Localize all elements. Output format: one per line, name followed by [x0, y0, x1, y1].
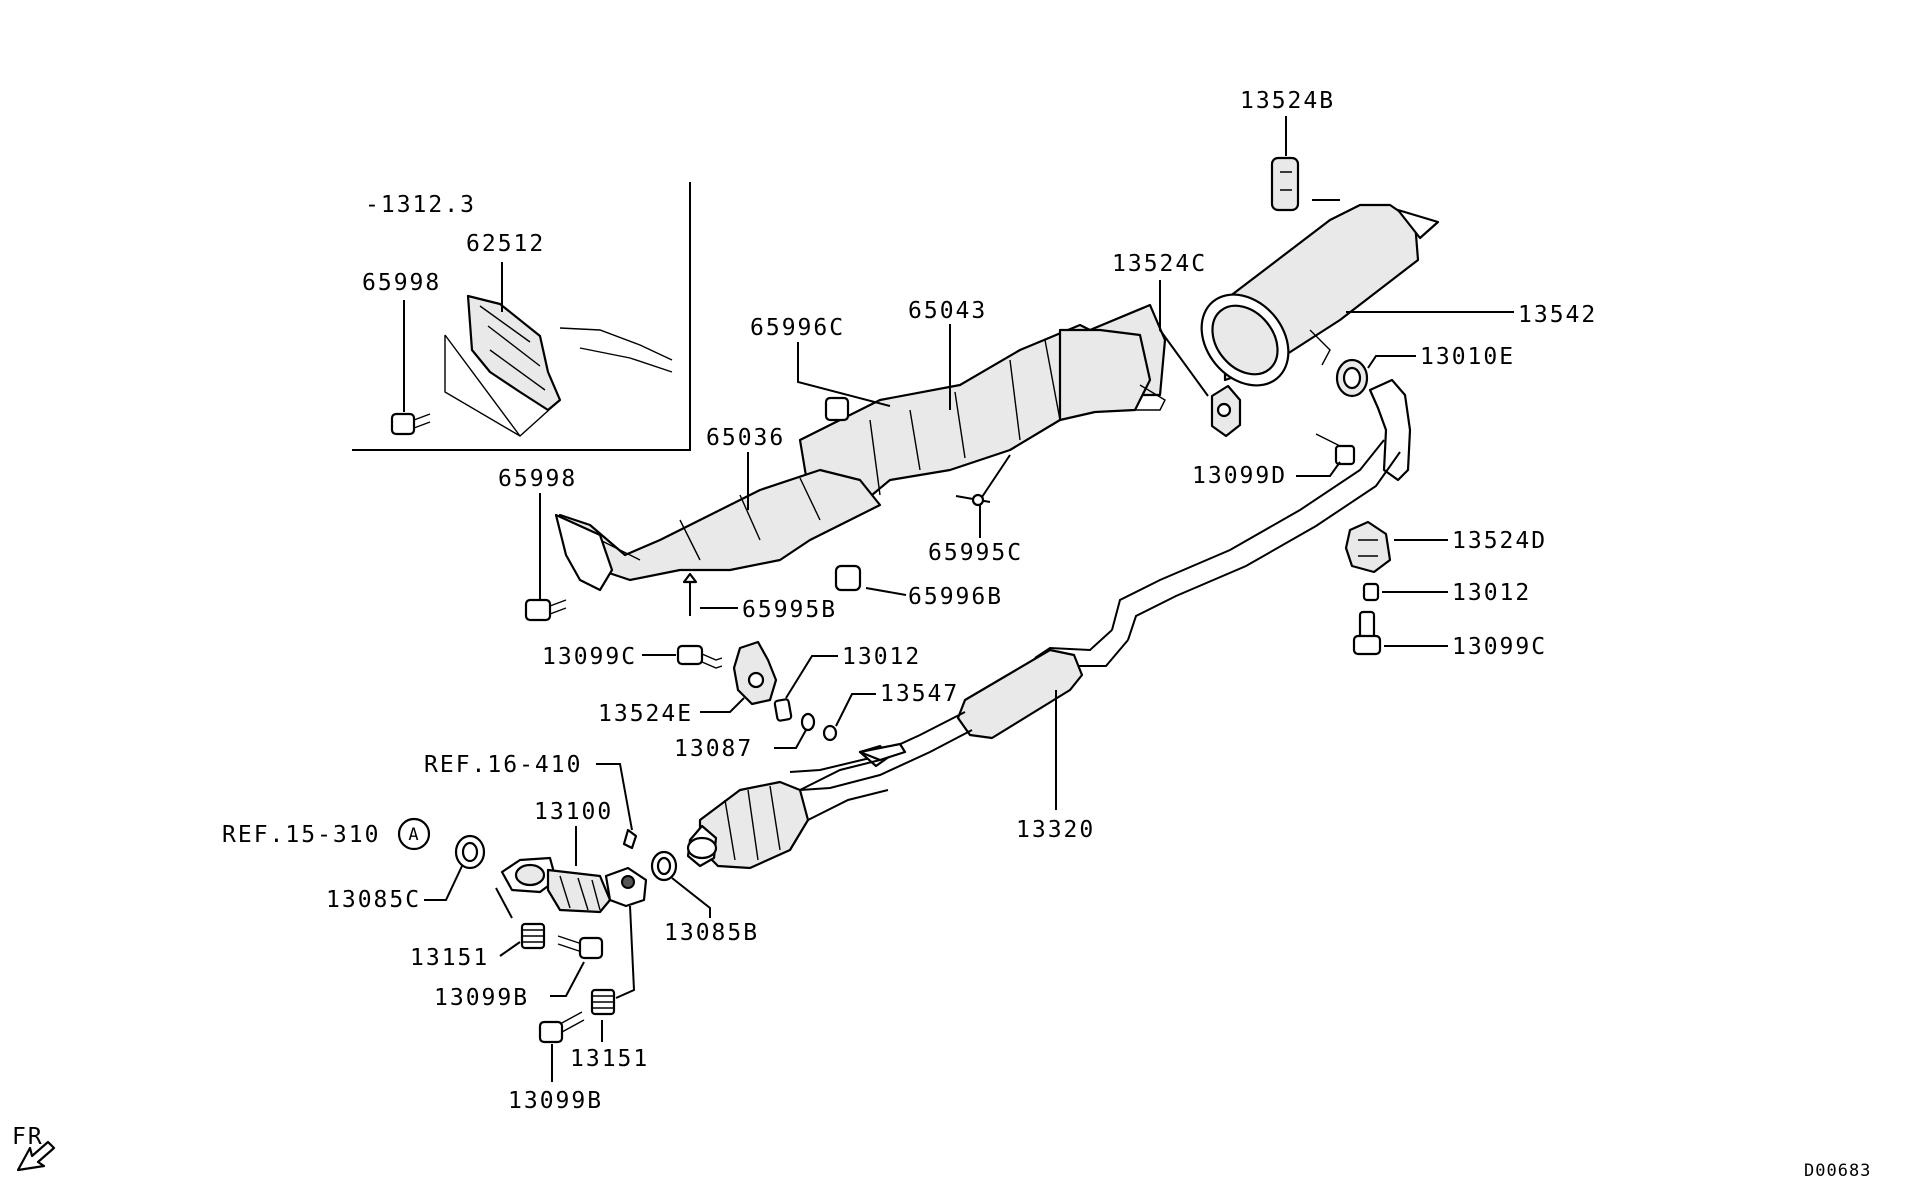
gasket-13085B [650, 850, 678, 882]
label-13151-b[interactable]: 13151 [570, 1046, 649, 1072]
gasket-13010E [1335, 358, 1369, 398]
collar-13012-right [1362, 582, 1380, 602]
label-13099B-a[interactable]: 13099B [434, 985, 529, 1011]
hanger-13524C [1210, 384, 1242, 438]
hanger-13524E [732, 640, 778, 706]
label-13087[interactable]: 13087 [674, 736, 753, 762]
label-13151-a[interactable]: 13151 [410, 945, 489, 971]
label-65036[interactable]: 65036 [706, 425, 785, 451]
main-muffler-13542 [1200, 203, 1440, 387]
heat-protector-65036 [554, 468, 882, 592]
front-arrow-icon [16, 1140, 56, 1172]
label-65043[interactable]: 65043 [908, 298, 987, 324]
inset-heat-shield-bracket [444, 262, 673, 437]
label-13085B[interactable]: 13085B [664, 920, 759, 946]
label-13099C-left[interactable]: 13099C [542, 644, 637, 670]
label-13010E[interactable]: 13010E [1420, 344, 1515, 370]
heat-protector-65043 [798, 303, 1167, 507]
label-13099B-b[interactable]: 13099B [508, 1088, 603, 1114]
bolt-13099D [1315, 433, 1356, 466]
drawing-code: D00683 [1804, 1161, 1871, 1181]
clip-65995B [682, 572, 698, 616]
label-13524B[interactable]: 13524B [1240, 88, 1335, 114]
label-62512[interactable]: 62512 [466, 231, 545, 257]
bolt-13099B-a [557, 935, 604, 960]
label-65996C[interactable]: 65996C [750, 315, 845, 341]
tail-pipe-section [1111, 378, 1412, 641]
label-65998-inset[interactable]: 65998 [362, 270, 441, 296]
nut-65996B [834, 564, 862, 592]
label-13547[interactable]: 13547 [880, 681, 959, 707]
hanger-13524B [1270, 156, 1340, 212]
label-65996B[interactable]: 65996B [908, 584, 1003, 610]
label-13542[interactable]: 13542 [1518, 302, 1597, 328]
ref-circle-letter: A [408, 825, 419, 845]
bolt-65998-main [524, 598, 567, 622]
front-marker: FR [12, 1124, 44, 1150]
label-65995B[interactable]: 65995B [742, 597, 837, 623]
front-pipe-catalytic-converter [686, 759, 889, 870]
nut-65996C [824, 396, 850, 422]
label-65995C[interactable]: 65995C [928, 540, 1023, 566]
inset-frame [352, 182, 691, 451]
label-13524C[interactable]: 13524C [1112, 251, 1207, 277]
ref-15-310-marker: A [397, 817, 431, 851]
label-13320[interactable]: 13320 [1016, 817, 1095, 843]
label-13100[interactable]: 13100 [534, 799, 613, 825]
washer-13087 [800, 712, 816, 732]
inset-note: -1312.3 [365, 192, 476, 218]
label-13099D[interactable]: 13099D [1192, 463, 1287, 489]
o2-sensor-connector [622, 828, 638, 850]
spring-13151-b [590, 988, 616, 1016]
front-pipe-13100 [500, 856, 648, 914]
label-13012-left[interactable]: 13012 [842, 644, 921, 670]
washer-13547 [822, 724, 838, 742]
center-pipe-13320 [789, 629, 1129, 791]
inset-bolt-65998 [390, 300, 431, 436]
label-ref-16-410[interactable]: REF.16-410 [424, 752, 582, 778]
clip-65995C [955, 493, 991, 507]
label-13085C[interactable]: 13085C [326, 887, 421, 913]
bolt-13099C-right [1352, 610, 1382, 656]
label-65998-main[interactable]: 65998 [498, 466, 577, 492]
bolt-13099C-left [676, 644, 723, 669]
bolt-13099B-b [538, 1011, 585, 1044]
label-13524E[interactable]: 13524E [598, 701, 693, 727]
label-13099C-right[interactable]: 13099C [1452, 634, 1547, 660]
label-ref-15-310[interactable]: REF.15-310 [222, 822, 380, 848]
collar-13012-left [773, 698, 793, 722]
bracket-13547 [858, 742, 907, 762]
label-13012-right[interactable]: 13012 [1452, 580, 1531, 606]
gasket-13085C [454, 834, 486, 870]
label-13524D[interactable]: 13524D [1452, 528, 1547, 554]
hanger-13524D [1344, 520, 1392, 574]
spring-13151-a [520, 922, 546, 950]
